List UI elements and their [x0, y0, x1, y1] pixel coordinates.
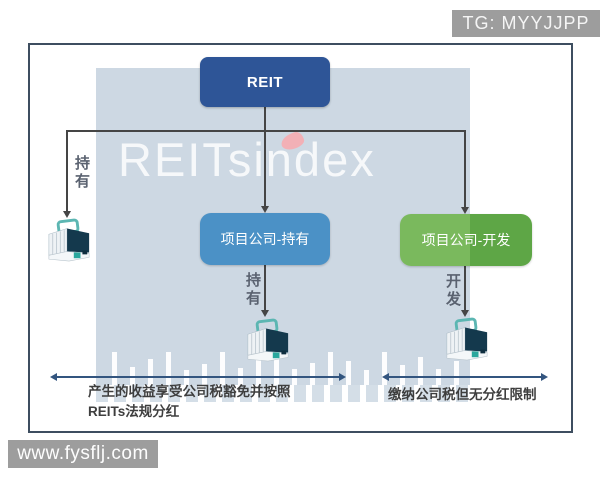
- equalizer-bar: [328, 352, 333, 385]
- equalizer-bar: [274, 352, 279, 385]
- arrowhead-icon: [50, 373, 57, 381]
- equalizer-bar: [202, 364, 207, 385]
- equalizer-bar: [400, 365, 405, 385]
- equalizer-bar: [310, 363, 315, 385]
- equalizer-bar: [256, 358, 261, 385]
- building-icon: [247, 318, 289, 362]
- note-right: 缴纳公司税但无分红限制: [388, 387, 537, 402]
- equalizer-bar: [220, 352, 225, 385]
- edge-label-center-hold: 持有: [244, 272, 261, 308]
- arrowhead-icon: [541, 373, 548, 381]
- arrowhead-icon: [261, 206, 269, 213]
- arrowhead-icon: [382, 373, 389, 381]
- note-left-line2: REITs法规分红: [88, 404, 180, 419]
- edge-dev-to-asset-line: [464, 266, 466, 310]
- node-reit: REIT: [200, 57, 330, 107]
- edge-hold-to-asset-line: [264, 265, 266, 310]
- note-left-line1: 产生的收益享受公司税豁免并按照: [88, 384, 291, 399]
- equalizer-bar: [148, 359, 153, 385]
- edge-right-branch-line: [464, 130, 466, 207]
- tg-watermark-badge: TG: MYYJJPP: [452, 10, 600, 37]
- note-left: 产生的收益享受公司税豁免并按照 REITs法规分红: [88, 382, 368, 422]
- site-watermark-badge: www.fysflj.com: [8, 440, 158, 468]
- equalizer-bar: [364, 370, 369, 385]
- arrowhead-icon: [461, 310, 469, 317]
- equalizer-watermark-lower-strip: [96, 385, 470, 402]
- node-project-company-hold: 项目公司-持有: [200, 213, 330, 265]
- edge-reit-to-hold-line: [264, 107, 266, 207]
- edge-horizontal-line: [66, 130, 466, 132]
- building-icon: [446, 317, 488, 361]
- edge-label-right-dev: 开发: [444, 273, 461, 309]
- measure-arrow-right-line: [387, 376, 543, 378]
- measure-arrow-left-line: [55, 376, 341, 378]
- equalizer-bar: [454, 361, 459, 385]
- equalizer-bar: [382, 352, 387, 385]
- equalizer-bar: [418, 357, 423, 385]
- equalizer-bar: [166, 352, 171, 385]
- arrowhead-icon: [339, 373, 346, 381]
- arrowhead-icon: [63, 211, 71, 218]
- arrowhead-icon: [261, 310, 269, 317]
- equalizer-bar: [112, 352, 117, 385]
- equalizer-bar: [346, 361, 351, 385]
- edge-label-left-hold: 持有: [73, 155, 90, 191]
- node-project-company-dev: 项目公司-开发: [400, 214, 532, 266]
- edge-left-branch-line: [66, 130, 68, 211]
- building-icon: [48, 218, 90, 262]
- brand-watermark-text: REITsindex: [118, 133, 376, 186]
- arrowhead-icon: [461, 207, 469, 214]
